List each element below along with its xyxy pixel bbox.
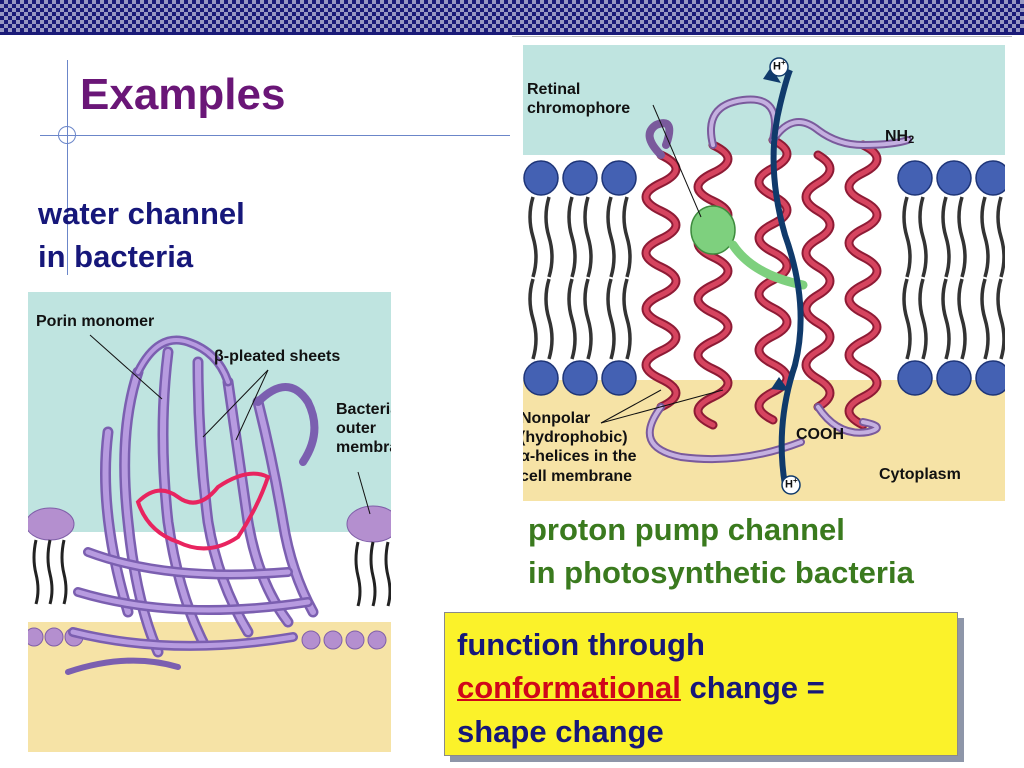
proton-pump-caption-line1: proton pump channel — [528, 512, 845, 547]
retinal-chromophore-label: Retinal chromophore — [527, 80, 630, 118]
beta-symbol: β — [214, 348, 224, 365]
title-guide-circle — [58, 126, 76, 144]
cytoplasm-label: Cytoplasm — [879, 466, 961, 483]
proton-pump-caption-line2: in photosynthetic bacteria — [528, 555, 914, 591]
bacterial-label-line1: Bacterial — [336, 401, 391, 418]
title-guide-line-horizontal — [40, 135, 510, 136]
water-channel-caption: water channel in bacteria — [38, 192, 245, 279]
porin-monomer-label: Porin monomer — [36, 313, 155, 330]
nonpolar-helices-label: Nonpolar (hydrophobic) α-helices in the … — [523, 409, 637, 486]
right-panel-top-rule — [512, 36, 1012, 37]
proton-arrow-head-top — [763, 67, 781, 83]
callout-line1: function through — [457, 627, 705, 662]
nonpolar-pointer-1 — [600, 389, 662, 424]
water-channel-caption-line2: in bacteria — [38, 239, 194, 275]
retinal-chromophore — [690, 205, 736, 255]
conformational-change-callout: function through conformational change =… — [444, 612, 958, 756]
cooh-label: COOH — [796, 426, 844, 443]
water-channel-caption-line1: water channel — [38, 196, 245, 231]
bacterial-label-line3: membrane — [336, 439, 391, 457]
callout-text: function through conformational change =… — [457, 623, 825, 753]
nonpolar-line2: (hydrophobic) — [523, 429, 628, 447]
porin-drawing — [28, 292, 391, 752]
nonpolar-line3: α-helices in the — [523, 447, 637, 466]
proton-arrow-head-mid — [771, 377, 789, 391]
lipid-heads-bottom-left — [523, 360, 637, 396]
nh-text: NH — [885, 128, 909, 145]
porin-illustration: Porin monomer β-pleated sheets Bacterial… — [28, 292, 391, 752]
proton-top-h: H — [773, 60, 781, 73]
proton-bottom-label: H+ — [785, 476, 798, 492]
proton-path-arrow — [770, 68, 804, 486]
nh-subscript: 2 — [908, 134, 915, 146]
lipid-heads-top-right — [897, 160, 1005, 196]
lipid-tails — [528, 196, 1005, 360]
lipid-bilayer-right — [301, 505, 391, 650]
bacterial-label-line2: outer — [336, 420, 376, 438]
lipid-heads-top-left — [523, 160, 637, 196]
header-pattern-bar — [0, 0, 1024, 32]
proton-top-label: H+ — [773, 58, 786, 74]
proton-bottom-plus: + — [792, 476, 798, 485]
callout-line3: shape change — [457, 713, 664, 749]
callout-line2-rest: change = — [680, 670, 825, 706]
bacterial-outer-membrane-label: Bacterial outer membrane — [336, 400, 391, 458]
proton-pump-drawing — [523, 45, 1005, 501]
header-underline — [0, 32, 1024, 35]
pleated-sheets-pointer-2 — [235, 369, 269, 441]
callout-line2: conformational change = — [457, 666, 825, 709]
pleated-sheets-pointer-1 — [202, 369, 269, 438]
helices-text: -helices in the — [529, 448, 637, 466]
porin-monomer-pointer — [89, 334, 163, 400]
retinal-label-line2: chromophore — [527, 100, 631, 118]
lipid-heads-bottom-right — [897, 360, 1005, 396]
slide-title: Examples — [80, 70, 286, 119]
proton-bottom-circle — [781, 475, 801, 495]
nonpolar-pointer-2 — [600, 389, 724, 424]
nonpolar-line4: cell membrane — [523, 467, 633, 485]
nh2-label: NH2 — [885, 127, 914, 147]
pleated-sheets-text: -pleated sheets — [223, 348, 341, 365]
proton-pump-illustration: Retinal chromophore NH2 Nonpolar (hydrop… — [523, 45, 1005, 501]
proton-bottom-h: H — [785, 478, 793, 491]
proton-top-circle — [769, 57, 789, 77]
beta-barrel — [65, 335, 319, 675]
retinal-pointer — [652, 104, 702, 218]
conformational-highlight: conformational — [457, 670, 681, 706]
alpha-symbol: α — [523, 448, 530, 466]
retinal-label-line1: Retinal — [527, 81, 581, 98]
pleated-sheets-label: β-pleated sheets — [214, 347, 340, 366]
proton-pump-caption: proton pump channel in photosynthetic ba… — [528, 508, 914, 595]
proton-top-plus: + — [780, 58, 786, 67]
pore-loop — [135, 471, 271, 551]
nonpolar-line1: Nonpolar — [523, 410, 591, 427]
retinal-tail — [728, 240, 808, 290]
title-guide-line-vertical — [67, 60, 68, 275]
bacterial-membrane-pointer — [357, 471, 371, 515]
